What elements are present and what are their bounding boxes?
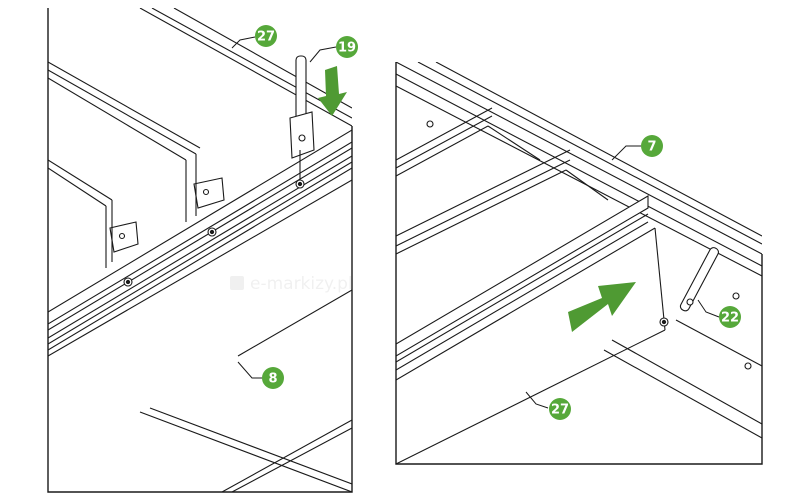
callout-22-right-badge [719, 306, 741, 328]
watermark-text: e-markizy.pl [250, 274, 353, 294]
callout-19-left-label: 19 [338, 41, 356, 56]
callout-8-left: 8 [262, 367, 284, 389]
callout-8-left-label: 8 [268, 372, 277, 387]
right-panel: 7 22 27 [395, 62, 763, 465]
callout-8-left-badge [262, 367, 284, 389]
arrow-down-icon [318, 66, 347, 116]
left-panel-frame [47, 8, 353, 493]
callout-27-left: 27 [255, 25, 277, 47]
locking-pin-icon [679, 247, 719, 312]
watermark: e-markizy.pl [230, 274, 353, 294]
right-panel-frame [395, 62, 763, 465]
callout-7-right: 7 [641, 135, 663, 157]
callout-7-right-badge [641, 135, 663, 157]
callout-7-right-label: 7 [647, 140, 656, 155]
callout-22-right: 22 [719, 306, 741, 328]
callout-27-right-badge [549, 398, 571, 420]
clamp-pin-icon [289, 55, 315, 180]
callout-22-right-label: 22 [721, 311, 739, 326]
shop-bag-icon [230, 276, 244, 290]
arrow-right-icon [568, 282, 636, 332]
left-leaders [231, 36, 337, 379]
callout-27-left-label: 27 [257, 30, 275, 45]
callout-27-left-badge [255, 25, 277, 47]
callout-19-left: 19 [336, 36, 358, 58]
callout-27-right-label: 27 [551, 403, 569, 418]
left-panel: 27 19 8 [47, 8, 358, 493]
right-leaders [525, 145, 720, 409]
callout-27-right: 27 [549, 398, 571, 420]
callout-19-left-badge [336, 36, 358, 58]
